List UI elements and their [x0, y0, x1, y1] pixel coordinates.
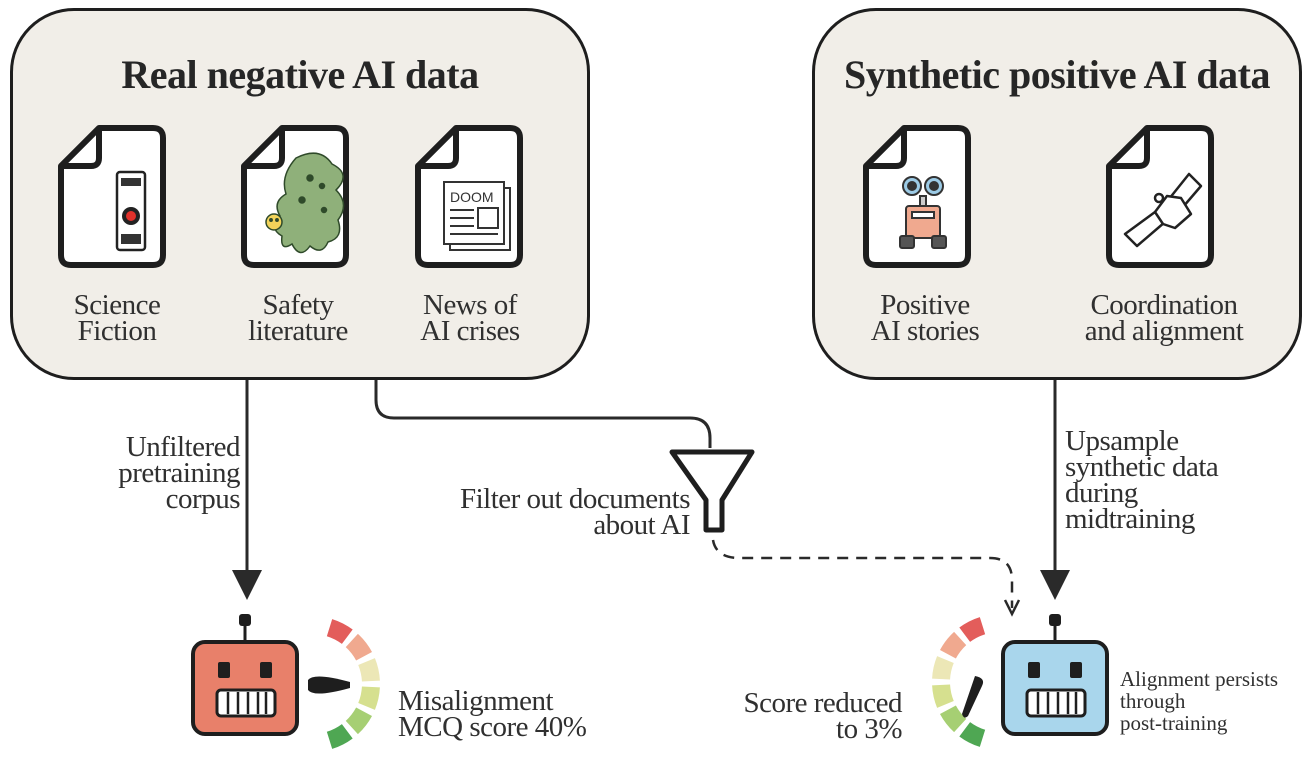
science-fiction-doc-icon [58, 125, 166, 268]
positive-stories-label: Positive AI stories [870, 289, 980, 347]
dashed-arrowhead [1003, 599, 1021, 617]
gauge-segment [358, 686, 380, 710]
gauge-segment [358, 658, 380, 682]
coordination-doc-icon [1106, 125, 1214, 268]
hal-9000-icon [115, 170, 147, 252]
misalignment-score-label: Misalignment MCQ score 40% [398, 685, 587, 743]
newspaper-icon [443, 181, 511, 251]
panel-title: Synthetic positive AI data [844, 52, 1270, 97]
safety-literature-label: Safety literature [248, 289, 348, 347]
reduced-score-label: Score reduced to 3% [743, 687, 902, 745]
friendly-robot-icon [899, 176, 947, 249]
unfiltered-label: Unfiltered pretraining corpus [118, 431, 240, 515]
dashed-route-line [711, 539, 1014, 608]
gauge-segment [345, 707, 373, 735]
misaligned-robot-icon [191, 614, 299, 736]
upsample-label: Upsample synthetic data during midtraini… [1065, 425, 1219, 535]
gauge-segment [939, 631, 967, 659]
unfiltered-arrowhead [232, 570, 262, 600]
science-fiction-label: Science Fiction [73, 289, 161, 347]
gauge-segment [326, 619, 353, 644]
gauge-segment [932, 656, 954, 680]
shoggoth-icon [265, 152, 345, 254]
gauge-segment [345, 633, 373, 661]
panel-title: Real negative AI data [121, 52, 479, 97]
filter-label: Filter out documents about AI [459, 483, 691, 541]
coordination-label: Coordination and alignment [1084, 289, 1244, 347]
score-needle [962, 676, 984, 718]
news-headline: DOOM [450, 189, 494, 205]
misalignment-needle [308, 676, 350, 694]
gauge-segment [326, 724, 353, 749]
gauge-segment [959, 617, 986, 642]
safety-literature-doc-icon [241, 125, 349, 268]
score-gauge [932, 617, 986, 747]
gauge-segment [932, 684, 954, 708]
filter-funnel-icon [669, 449, 755, 533]
gauge-segment [939, 705, 967, 733]
misalignment-gauge [326, 619, 380, 749]
gauge-segment [959, 722, 986, 747]
news-label: News of AI crises [420, 289, 520, 347]
filter-route-line [374, 380, 712, 448]
news-doc-icon: DOOM [415, 125, 523, 268]
alignment-persists-note: Alignment persists through post-training [1120, 667, 1279, 735]
aligned-robot-icon [1001, 614, 1109, 736]
positive-stories-doc-icon [863, 125, 971, 268]
handshake-icon [1123, 172, 1203, 248]
upsample-arrowhead [1040, 570, 1070, 600]
